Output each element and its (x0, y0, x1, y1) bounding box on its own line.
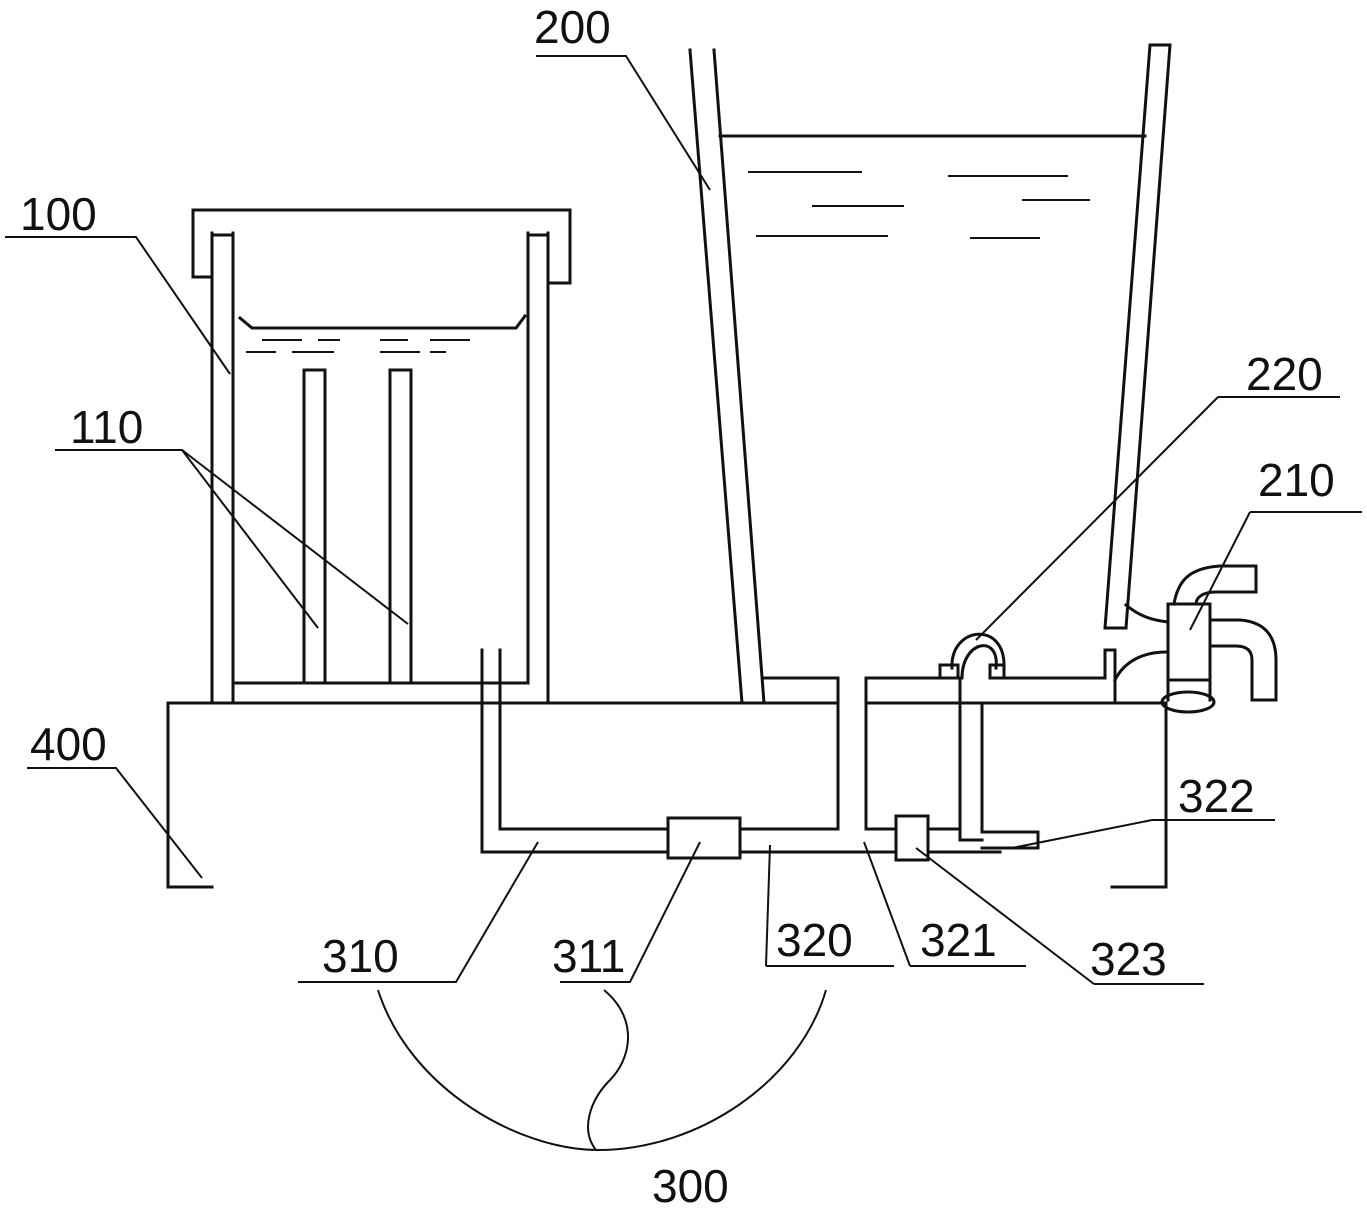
label-323: 323 (1090, 933, 1167, 985)
label-210: 210 (1258, 454, 1335, 506)
label-300: 300 (652, 1160, 729, 1209)
faucet-210 (1112, 564, 1278, 714)
label-200: 200 (534, 1, 611, 53)
channel-300 (480, 648, 1002, 862)
container-100 (191, 208, 572, 705)
label-310: 310 (322, 930, 399, 982)
leader-lines (5, 55, 1362, 1152)
label-311: 311 (552, 930, 625, 982)
container-200 (688, 43, 1172, 889)
rods-110 (302, 368, 413, 685)
label-320: 320 (776, 914, 853, 966)
label-321: 321 (920, 914, 997, 966)
label-220: 220 (1246, 348, 1323, 400)
siphon-220 (938, 632, 1040, 850)
label-110: 110 (70, 401, 143, 453)
labels: 100 110 200 220 210 400 310 311 320 321 … (20, 1, 1335, 1212)
label-322: 322 (1178, 770, 1255, 822)
label-100: 100 (20, 188, 97, 240)
label-400: 400 (30, 718, 107, 770)
base-400 (166, 701, 502, 889)
